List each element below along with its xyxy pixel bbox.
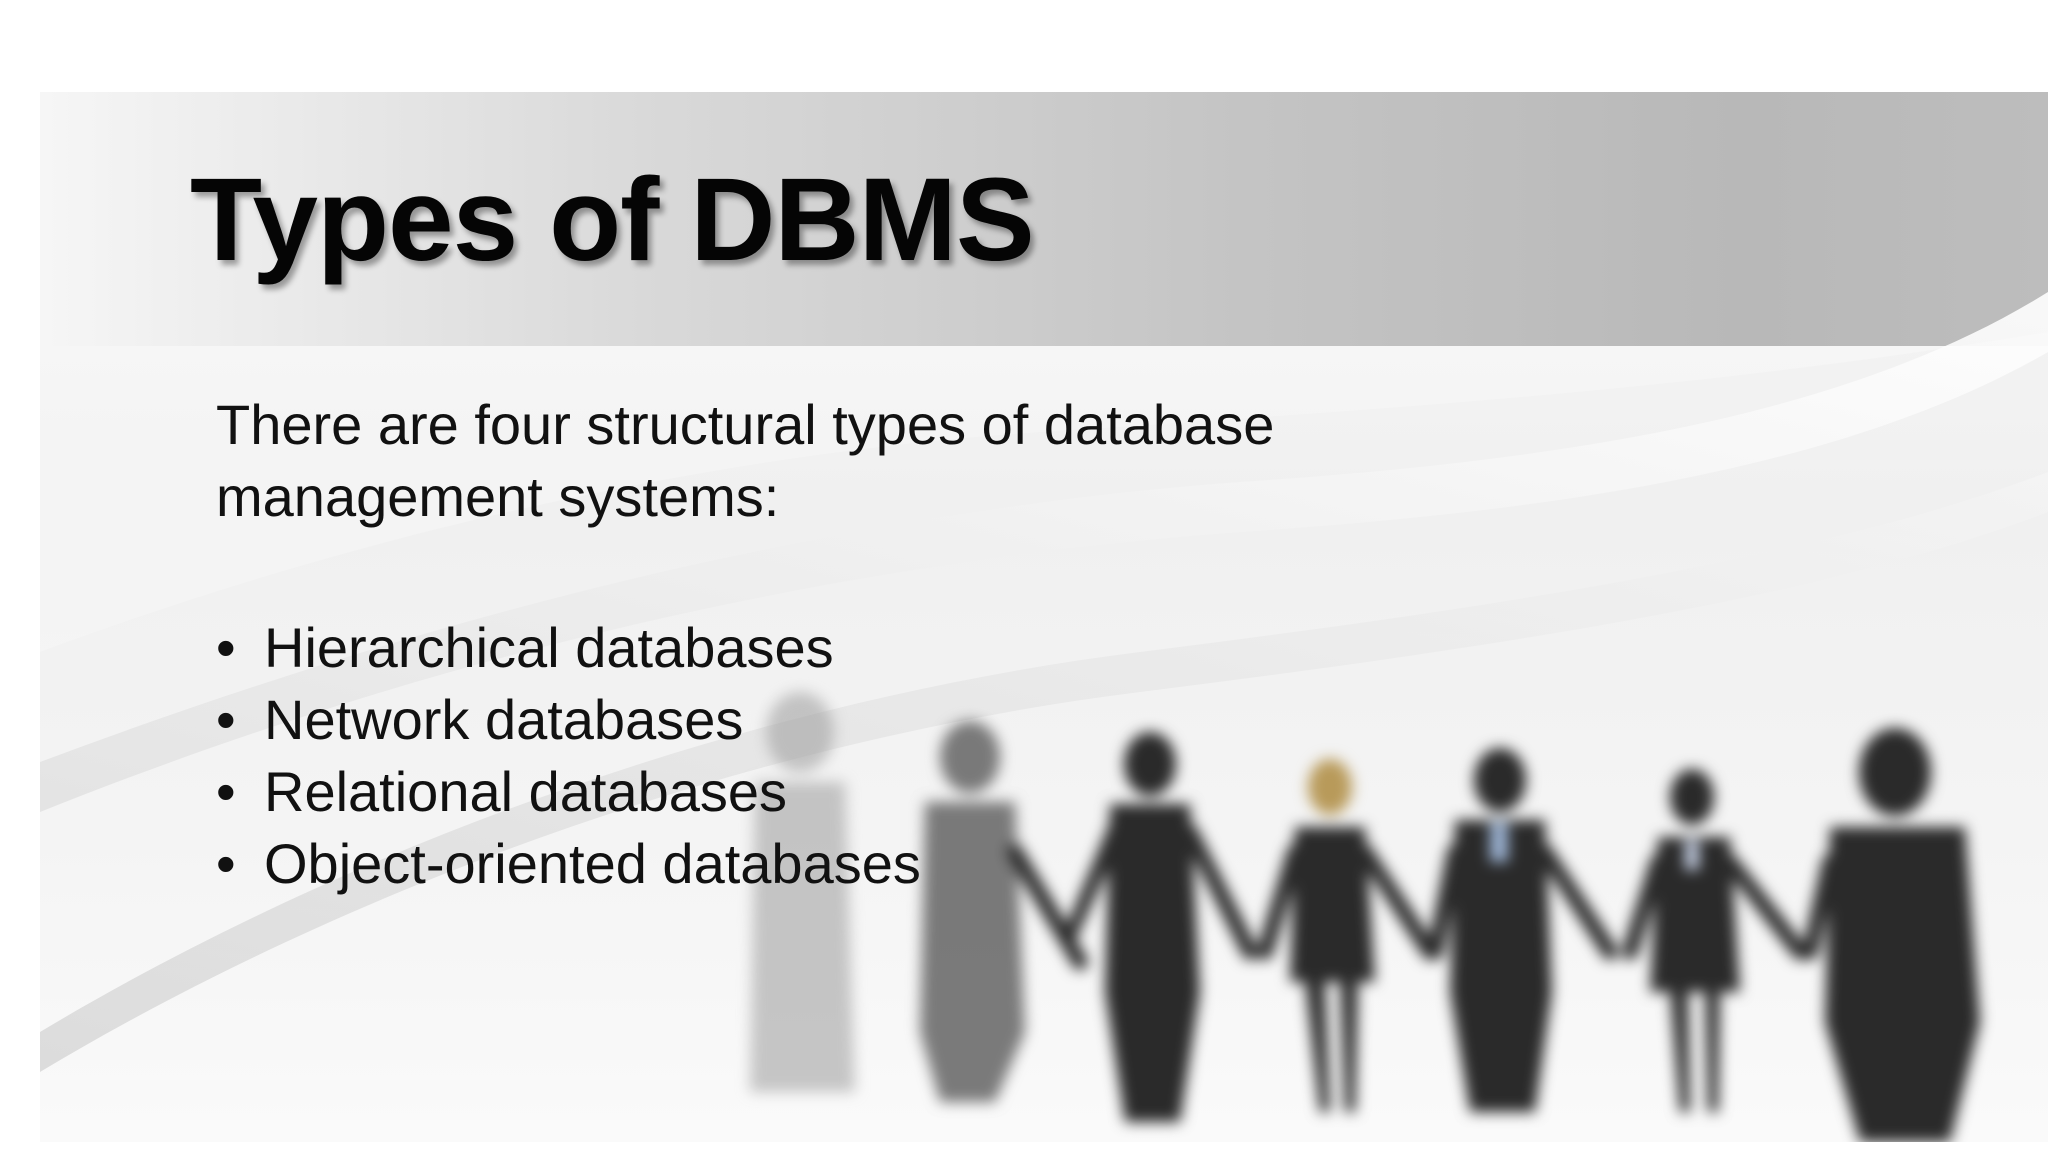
bullet-icon: • — [216, 760, 236, 823]
dbms-types-list: • Hierarchical databases • Network datab… — [216, 612, 921, 900]
list-item-label: Hierarchical databases — [264, 616, 834, 679]
background-swoosh — [40, 292, 2048, 1072]
intro-text: There are four structural types of datab… — [216, 389, 1516, 533]
bullet-icon: • — [216, 616, 236, 679]
list-item: • Relational databases — [216, 756, 921, 828]
list-item-label: Object-oriented databases — [264, 832, 921, 895]
slide: Types of DBMS There are four structural … — [40, 92, 2048, 1142]
list-item: • Hierarchical databases — [216, 612, 921, 684]
list-item-label: Relational databases — [264, 760, 788, 823]
bullet-icon: • — [216, 688, 236, 751]
bullet-icon: • — [216, 832, 236, 895]
list-item-label: Network databases — [264, 688, 744, 751]
slide-title: Types of DBMS — [190, 154, 1035, 286]
list-item: • Object-oriented databases — [216, 828, 921, 900]
intro-line-1: There are four structural types of datab… — [216, 393, 1275, 456]
people-holding-hands-photo — [750, 692, 1980, 1142]
list-item: • Network databases — [216, 684, 921, 756]
intro-line-2: management systems: — [216, 465, 780, 528]
title-band — [40, 92, 2048, 346]
